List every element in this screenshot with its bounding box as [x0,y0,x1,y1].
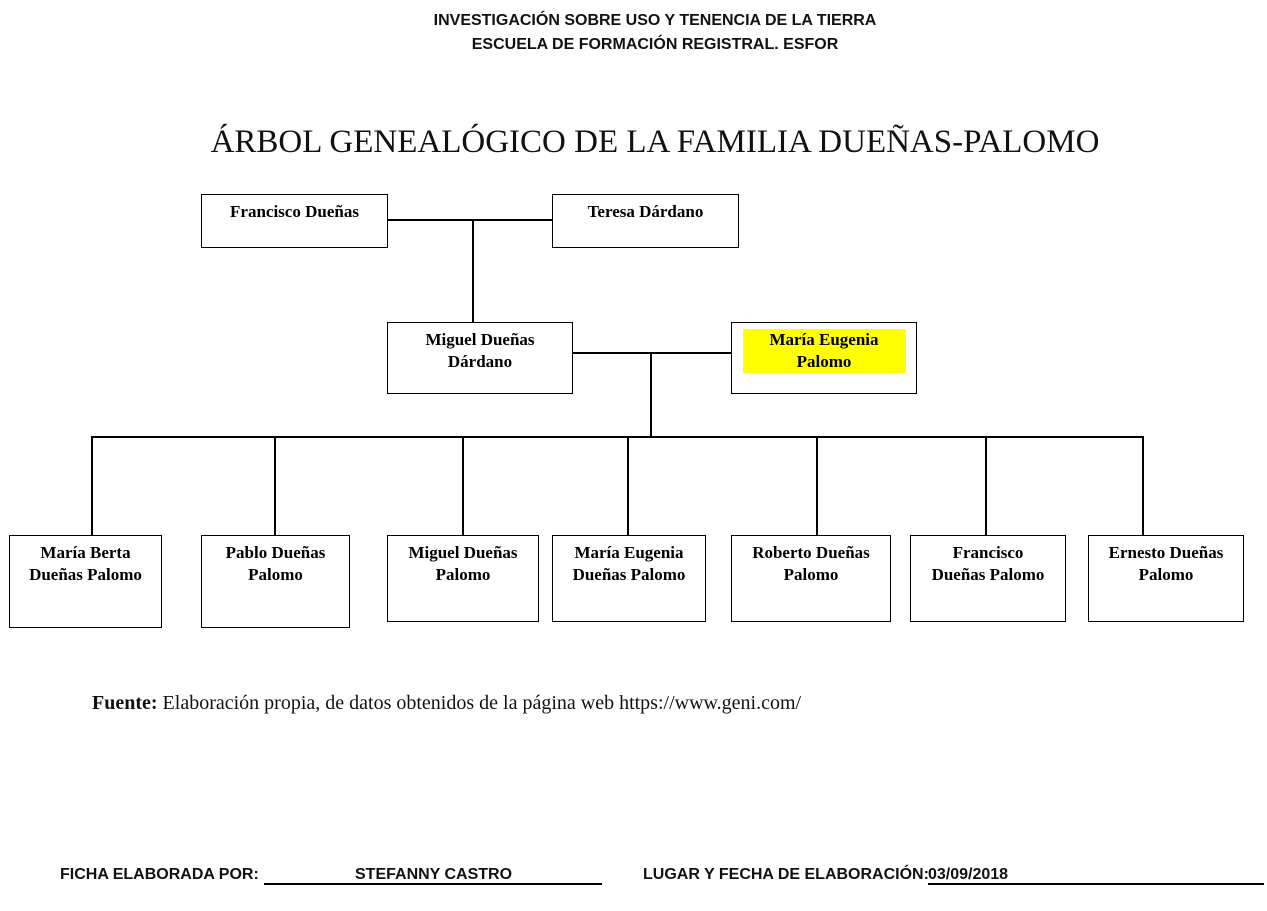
person-name-line1: Roberto Dueñas [752,543,870,562]
place-date-value: 03/09/2018 [928,866,1009,883]
person-name-line2: Palomo [796,352,852,371]
person-name-line1: María Eugenia [769,330,879,349]
prepared-by-underline [264,883,602,885]
person-name-line2: Dueñas Palomo [572,565,686,584]
person-name: Francisco Dueñas [230,202,359,221]
person-name-line2: Dueñas Palomo [931,565,1045,584]
marriage-line-grandparents [387,219,552,221]
person-box-teresa-dardano: Teresa Dárdano [552,194,739,248]
prepared-by-value: STEFANNY CASTRO [355,866,513,883]
person-name-line2: Palomo [435,565,491,584]
child-connector [274,436,276,535]
header-line-1: INVESTIGACIÓN SOBRE USO Y TENENCIA DE LA… [433,12,877,29]
person-name-line1: Miguel Dueñas [425,330,535,349]
child-connector [816,436,818,535]
person-name-line1: Francisco [952,543,1024,562]
source-label: Fuente: [92,692,158,714]
person-name-line1: Pablo Dueñas [225,543,326,562]
person-name-line2: Dueñas Palomo [29,565,142,584]
source-text: Elaboración propia, de datos obtenidos d… [157,692,802,714]
descent-line-grandparents [472,219,474,322]
person-name-line1: María Eugenia [574,543,684,562]
person-name-line2: Dárdano [447,352,513,371]
person-name: Teresa Dárdano [587,202,704,221]
person-box-francisco-duenas: Francisco Dueñas [201,194,388,248]
header-line-2: ESCUELA DE FORMACIÓN REGISTRAL. ESFOR [471,36,839,53]
source-note: Fuente: Elaboración propia, de datos obt… [92,692,801,715]
child-connector [462,436,464,535]
child-connector [627,436,629,535]
prepared-by-label: FICHA ELABORADA POR: [60,866,259,883]
sibling-line [92,436,1144,438]
person-name-line1: María Berta [40,543,131,562]
place-date-underline [928,883,1264,885]
place-date-label: LUGAR Y FECHA DE ELABORACIÓN: [643,866,929,883]
person-name-line1: Miguel Dueñas [408,543,518,562]
page-title: ÁRBOL GENEALÓGICO DE LA FAMILIA DUEÑAS-P… [210,124,1100,160]
child-connector [985,436,987,535]
person-name-line2: Palomo [1138,565,1194,584]
person-name-line1: Ernesto Dueñas [1108,543,1224,562]
descent-line-parents [650,352,652,437]
child-connector [1142,436,1144,535]
person-name-line2: Palomo [248,565,303,584]
child-connector [91,436,93,535]
marriage-line-parents [572,352,731,354]
person-name-line2: Palomo [783,565,839,584]
